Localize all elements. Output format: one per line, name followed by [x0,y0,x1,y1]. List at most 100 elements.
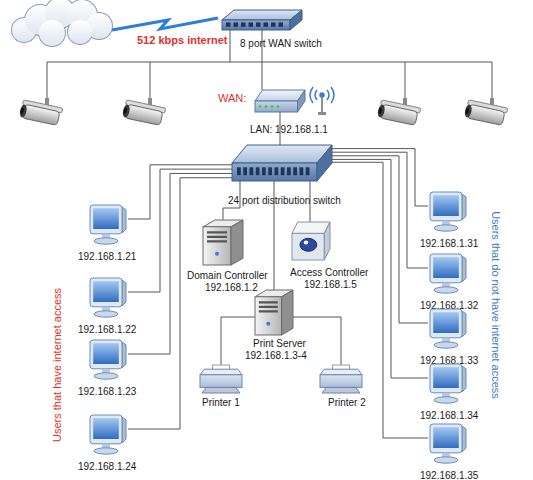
switch-port [264,22,269,26]
pc-node: 192.168.1.34 [428,364,468,404]
server-slot [207,231,227,233]
server-slot [259,310,278,312]
camera-wire [150,62,151,98]
monitor-stand [102,444,110,448]
link-caption: 512 kbps internet [137,34,227,47]
security-camera [122,98,166,126]
device-label: WAN: [218,92,246,104]
monitor-base [94,238,118,244]
device-label: 192.168.1.31 [420,238,478,250]
antenna-tip [320,93,324,97]
network-cable [332,149,428,206]
device-label: LAN: 192.168.1.1 [250,124,328,136]
pc-node: 192.168.1.32 [428,254,468,294]
device-label: Printer 2 [328,397,366,409]
antenna-wave [315,90,317,100]
switch-port [275,167,279,175]
pc-node: 192.168.1.21 [88,205,128,245]
device-icon [428,309,468,349]
printer-node: Printer 1 [200,365,242,393]
device-icon [255,290,293,335]
pc-node: 192.168.1.23 [88,340,128,380]
router-led [259,105,262,108]
monitor-stand [102,369,110,373]
monitor-stand [442,393,450,397]
device-label: Domain Controller [187,270,268,282]
security-camera [19,98,63,126]
switch-port [243,167,247,175]
device-icon [428,424,468,464]
monitor-side [462,311,466,337]
monitor-screen [93,343,119,364]
cloud-outline [68,20,92,44]
monitor-screen [433,195,459,216]
camera-wire [405,62,406,98]
switch-port [256,167,260,175]
ac-node: Access Controller192.168.1.5 [292,222,330,260]
pc-node: 192.168.1.35 [428,424,468,464]
device-icon [232,145,332,181]
server-node: Domain Controller192.168.1.2 [203,220,243,265]
router-led [265,105,268,108]
device-icon [320,365,362,393]
switch-port [279,22,284,26]
monitor-side [462,426,466,452]
device-label: 192.168.1.21 [78,251,136,263]
device-front [222,20,290,30]
device-label: 192.168.1.35 [420,470,478,480]
camera-wire [47,62,492,63]
device-side [317,145,332,181]
server-node: Print Server192.168.1.3-4 [255,290,293,335]
pc-node: 192.168.1.22 [88,278,128,318]
server-slot [259,306,278,308]
antenna-mast [321,97,323,113]
network-cable [332,152,428,268]
security-camera [377,98,421,126]
switch-port [250,167,254,175]
switch-port [249,22,254,26]
device-side [298,90,306,112]
switch-port [271,22,276,26]
monitor-side [122,342,126,368]
printer-tray [322,387,360,393]
monitor-base [434,457,458,463]
monitor-frame [90,205,122,234]
switch-port [241,22,246,26]
device-icon [428,364,468,404]
device-label: 24 port distribution switch [228,195,341,207]
device-icon [88,205,128,245]
server-side [231,220,243,265]
switch-port [226,22,231,26]
monitor-frame [90,278,122,307]
printer-top [200,369,242,375]
camera-wire [230,30,231,62]
group-caption: Users that do not have internet access [489,211,502,399]
device-top [255,90,305,101]
antenna-wave [327,90,329,100]
antenna-base [318,112,326,115]
device-label: 192.168.1.22 [78,324,136,336]
antenna-wave [310,87,313,103]
device-icon [292,222,330,260]
switch-port [256,22,261,26]
device-icon [203,220,243,265]
monitor-frame [430,364,462,393]
device-label: 192.168.1.5 [304,279,357,291]
server-slot [259,301,278,303]
printer-node: Printer 2 [320,365,362,393]
monitor-frame [430,254,462,283]
device-front [232,163,317,181]
network-cable [332,156,428,323]
controller-front [292,233,324,260]
device-label: 192.168.1.3-4 [245,350,307,362]
device-side [290,10,302,30]
router-led [271,105,274,108]
server-slot [207,240,227,242]
network-cable [332,162,428,438]
server-front [255,297,282,335]
switch-node: 24 port distribution switch [232,145,332,181]
monitor-frame [430,424,462,453]
device-icon [88,278,128,318]
monitor-screen [93,418,119,439]
